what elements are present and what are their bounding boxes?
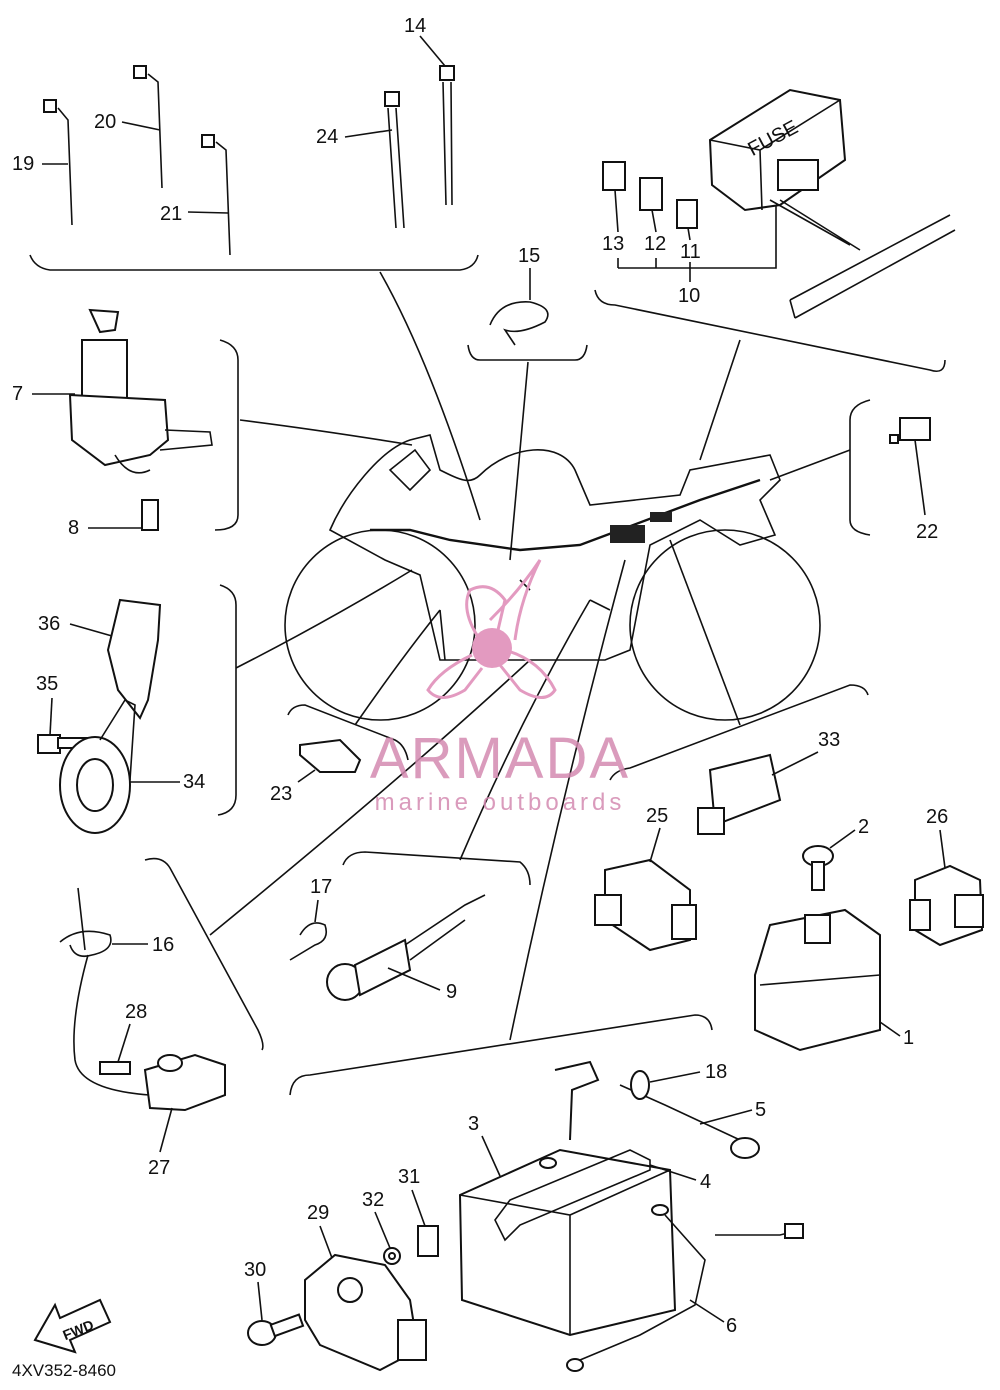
- bracket-ignition: [214, 339, 239, 531]
- connector-22: [889, 417, 931, 444]
- relay-33: [697, 753, 782, 835]
- bracket-horn: [217, 584, 237, 816]
- part-label-32: 32: [362, 1189, 384, 1211]
- bracket-23: [287, 704, 409, 761]
- part-label-29: 29: [307, 1202, 329, 1224]
- part-label-36: 36: [38, 613, 60, 635]
- bracket-fuse: [594, 289, 946, 373]
- part-label-6: 6: [726, 1315, 737, 1337]
- part-label-34: 34: [183, 771, 205, 793]
- part-label-10: 10: [678, 285, 700, 307]
- fuse-12: [639, 177, 663, 211]
- part-label-31: 31: [398, 1166, 420, 1188]
- part-label-9: 9: [446, 981, 457, 1003]
- horn-bracket: [106, 598, 162, 720]
- cable-tie-20: [133, 65, 163, 189]
- fuse-11: [676, 199, 698, 229]
- bracket-22: [849, 399, 871, 536]
- cable-tie-14: [439, 65, 455, 206]
- relay-25: [594, 858, 697, 952]
- bolt-2: [802, 845, 834, 891]
- horn: [59, 698, 136, 834]
- cable-5: [554, 1060, 760, 1159]
- cable-6: [566, 1214, 804, 1372]
- cable-tie-21: [201, 134, 231, 256]
- bolt-30: [247, 1313, 305, 1346]
- washer-32: [383, 1247, 401, 1265]
- screw-8: [141, 499, 159, 531]
- part-label-12: 12: [644, 233, 666, 255]
- cable-tie-24: [384, 91, 405, 229]
- bracket-9: [342, 851, 531, 886]
- part-label-20: 20: [94, 111, 116, 133]
- part-label-25: 25: [646, 805, 668, 827]
- part-label-17: 17: [310, 876, 332, 898]
- bolt-35: [37, 734, 89, 754]
- watermark-tagline: marine outboards: [375, 789, 626, 816]
- part-label-23: 23: [270, 783, 292, 805]
- part-label-8: 8: [68, 517, 79, 539]
- part-label-3: 3: [468, 1113, 479, 1135]
- fuse-box: FUSE: [618, 88, 956, 319]
- part-label-27: 27: [148, 1157, 170, 1179]
- part-label-28: 28: [125, 1001, 147, 1023]
- part-label-14: 14: [404, 15, 426, 37]
- bracket-15: [467, 344, 588, 361]
- regulator: [304, 1253, 427, 1372]
- watermark: ARMADA marine outboards: [370, 559, 630, 816]
- leader-lines: [209, 271, 851, 1041]
- part-label-11: 11: [680, 241, 701, 263]
- fuse-13: [602, 161, 626, 191]
- bracket-top-left: [29, 254, 479, 271]
- battery: [458, 1148, 677, 1337]
- propeller-logo-icon: [426, 559, 557, 699]
- starter-relay: [754, 908, 881, 1052]
- brake-switch: [326, 894, 486, 1001]
- part-label-18: 18: [705, 1061, 727, 1083]
- watermark-brand: ARMADA: [370, 726, 630, 791]
- clip-16: [59, 887, 151, 1096]
- part-label-2: 2: [858, 816, 869, 838]
- part-label-16: 16: [152, 934, 174, 956]
- bracket-relays: [609, 684, 869, 781]
- part-labels: 19 20 21 24 14 15 13 12 11 10 7 8 22 36 …: [12, 15, 948, 1337]
- part-label-21: 21: [160, 203, 182, 225]
- part-label-19: 19: [12, 153, 34, 175]
- nut-31: [417, 1225, 439, 1257]
- part-label-15: 15: [518, 245, 540, 267]
- clip-17: [289, 922, 328, 961]
- relay-26: [909, 864, 984, 947]
- sensor-27: [143, 1053, 226, 1112]
- part-label-30: 30: [244, 1259, 266, 1281]
- ignition-switch: [68, 308, 213, 474]
- screw-28: [99, 1061, 131, 1075]
- part-label-24: 24: [316, 126, 338, 148]
- bracket-16: [144, 857, 264, 1051]
- part-label-35: 35: [36, 673, 58, 695]
- part-label-7: 7: [12, 383, 23, 405]
- clip-18: [630, 1070, 650, 1100]
- motorcycle-outline: [284, 434, 821, 721]
- propeller-hub: [472, 628, 512, 668]
- wire-clip-15: [489, 301, 549, 346]
- fwd-arrow-icon: FWD: [33, 1298, 112, 1354]
- bracket-battery: [289, 1014, 713, 1096]
- part-label-26: 26: [926, 806, 948, 828]
- part-label-1: 1: [903, 1027, 914, 1049]
- cable-tie-19: [43, 99, 73, 226]
- part-label-22: 22: [916, 521, 938, 543]
- clamp-23: [299, 738, 362, 773]
- part-label-5: 5: [755, 1099, 766, 1121]
- part-label-4: 4: [700, 1171, 711, 1193]
- diagram-code: 4XV352-8460: [12, 1361, 116, 1380]
- part-label-33: 33: [818, 729, 840, 751]
- part-label-13: 13: [602, 233, 624, 255]
